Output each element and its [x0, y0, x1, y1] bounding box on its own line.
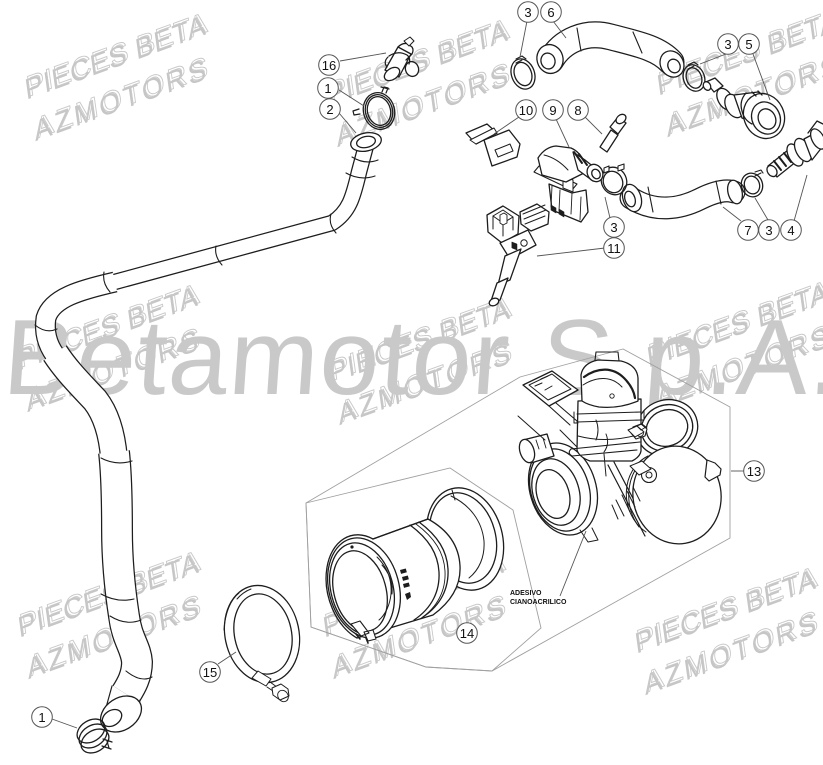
- svg-text:10: 10: [519, 103, 533, 118]
- svg-text:15: 15: [203, 665, 217, 680]
- svg-text:2: 2: [326, 102, 333, 117]
- svg-text:9: 9: [549, 103, 556, 118]
- svg-text:11: 11: [607, 241, 621, 256]
- svg-text:1: 1: [38, 710, 45, 725]
- svg-text:CIANOACRILICO: CIANOACRILICO: [510, 599, 567, 606]
- svg-text:ADESIVO: ADESIVO: [510, 590, 542, 597]
- svg-text:8: 8: [574, 103, 581, 118]
- svg-text:Betamotor S.p.A.: Betamotor S.p.A.: [0, 297, 823, 417]
- svg-text:6: 6: [547, 5, 554, 20]
- svg-text:3: 3: [724, 37, 731, 52]
- svg-text:13: 13: [747, 464, 761, 479]
- svg-text:3: 3: [610, 220, 617, 235]
- svg-text:14: 14: [460, 626, 474, 641]
- svg-text:5: 5: [745, 37, 752, 52]
- svg-text:16: 16: [322, 58, 336, 73]
- svg-text:1: 1: [324, 81, 331, 96]
- svg-text:3: 3: [765, 223, 772, 238]
- svg-text:4: 4: [787, 223, 794, 238]
- svg-text:7: 7: [744, 223, 751, 238]
- svg-text:3: 3: [524, 5, 531, 20]
